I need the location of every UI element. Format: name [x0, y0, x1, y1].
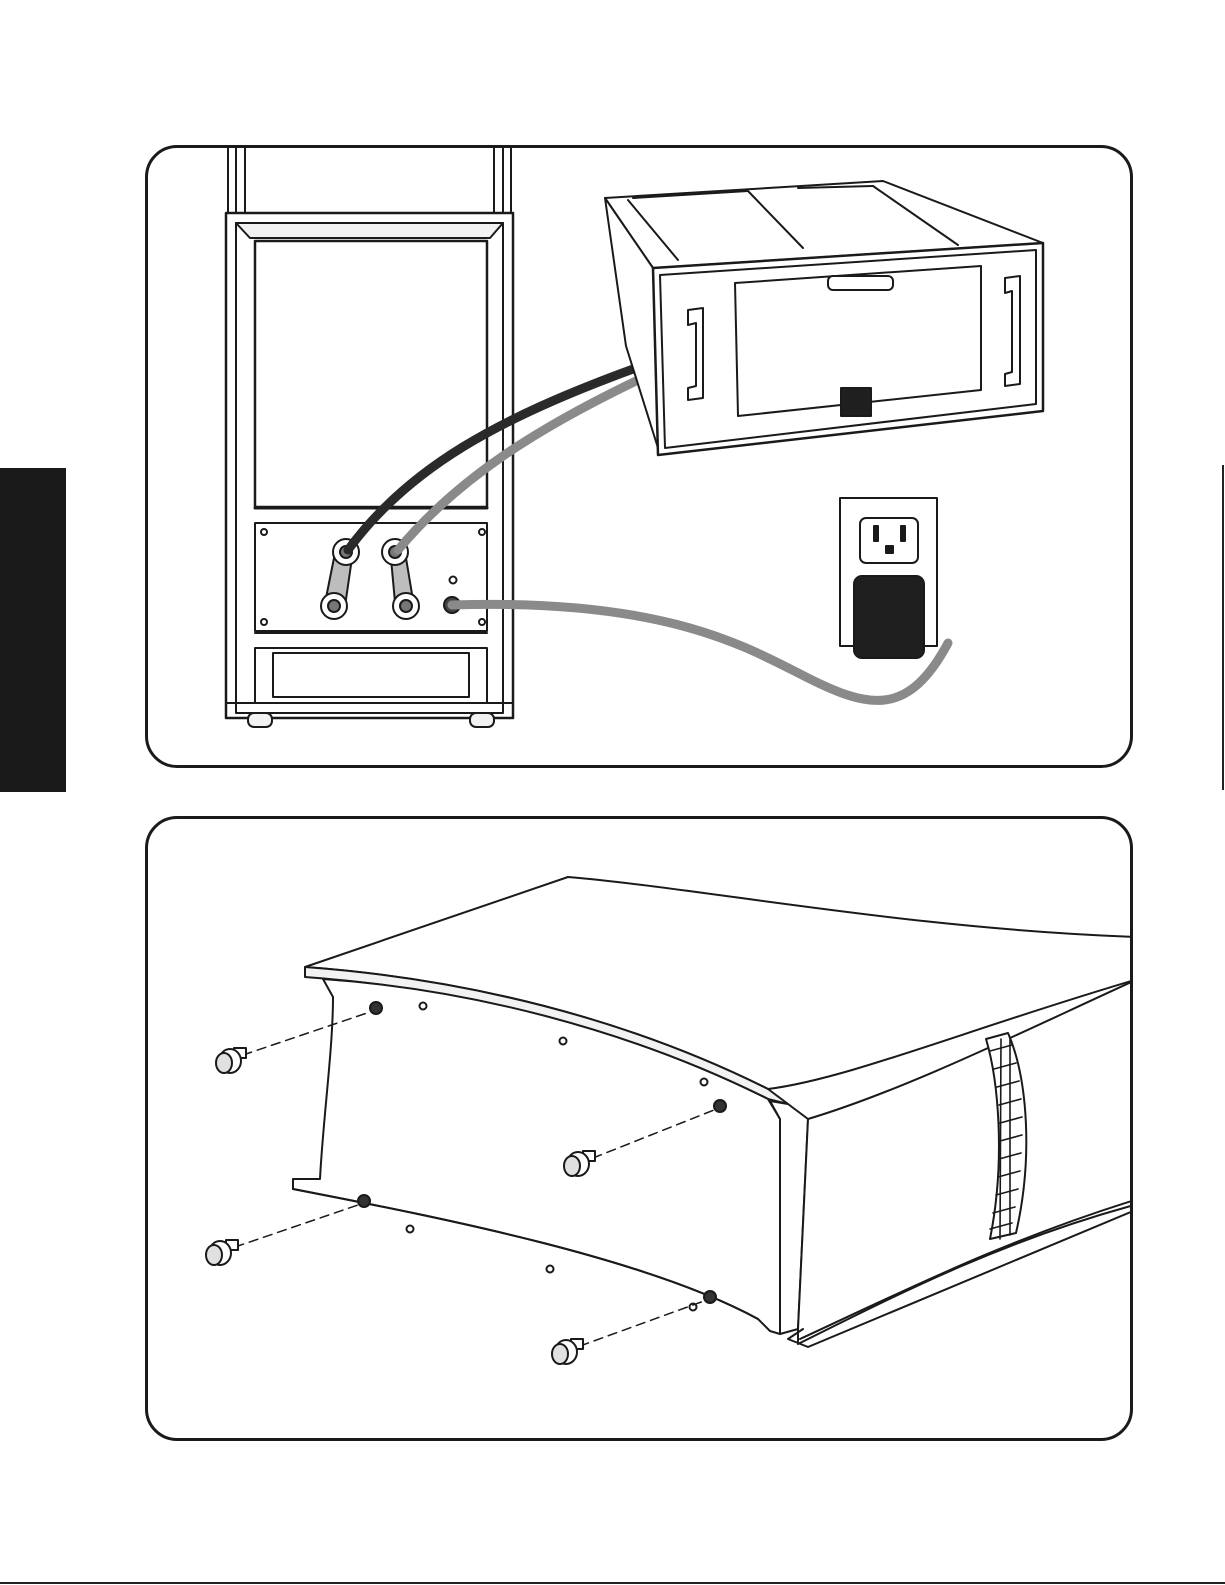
foot-installation-panel: [145, 816, 1133, 1441]
connection-diagram-panel: [145, 145, 1133, 768]
foot-3: [206, 1240, 238, 1265]
amplifier: [605, 181, 1043, 455]
foot-installation-illustration: [148, 819, 1133, 1441]
foot-1: [216, 1048, 246, 1073]
binding-posts: [321, 539, 460, 619]
page-edge-line: [1222, 465, 1224, 790]
foot-4: [552, 1339, 583, 1364]
connection-illustration: [148, 148, 1133, 768]
bottom-rule: [0, 1582, 1225, 1584]
section-tab: [0, 468, 66, 792]
power-plug: [854, 576, 924, 658]
amplifier-underside: [293, 877, 1133, 1347]
